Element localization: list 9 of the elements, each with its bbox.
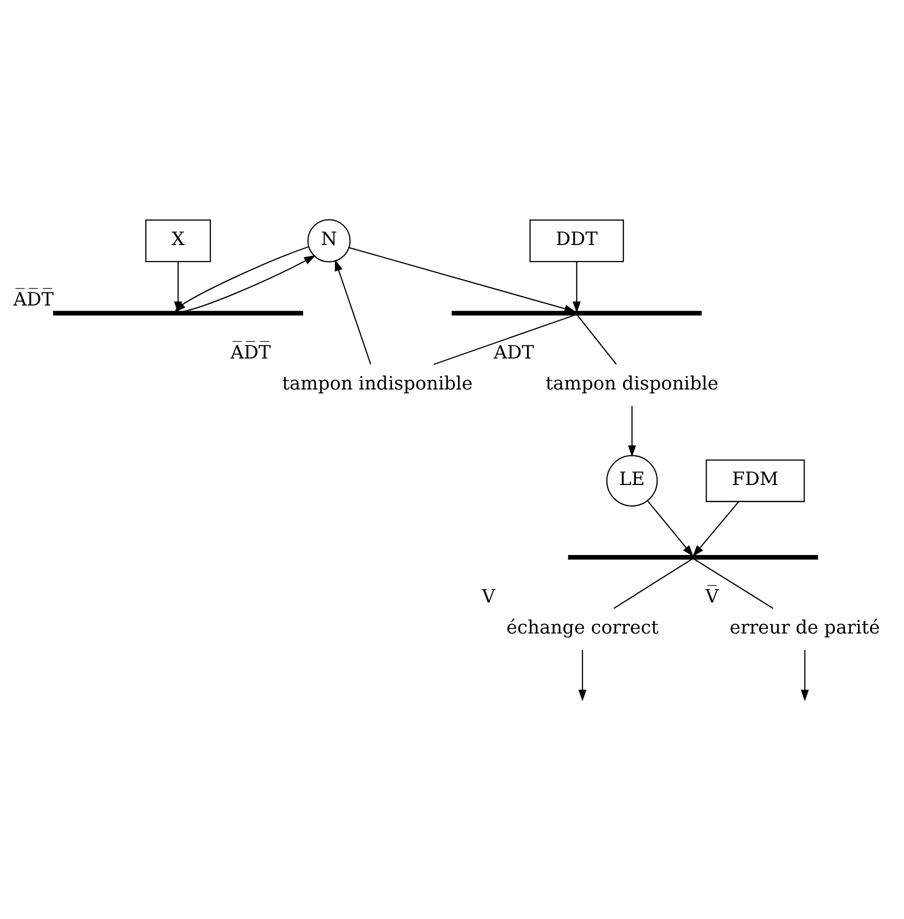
- node-text: erreur de parité: [730, 617, 880, 638]
- node-text: tampon indisponible: [282, 373, 473, 394]
- node-label: A̅D̅T̅: [230, 342, 271, 364]
- node-text: tampon disponible: [546, 373, 718, 394]
- node-label: V̅: [705, 586, 719, 608]
- node-text: échange correct: [506, 617, 659, 638]
- node-label: V: [482, 586, 496, 608]
- node-label: A̅D̅T̅: [13, 289, 54, 310]
- node-label: ADT: [494, 342, 534, 364]
